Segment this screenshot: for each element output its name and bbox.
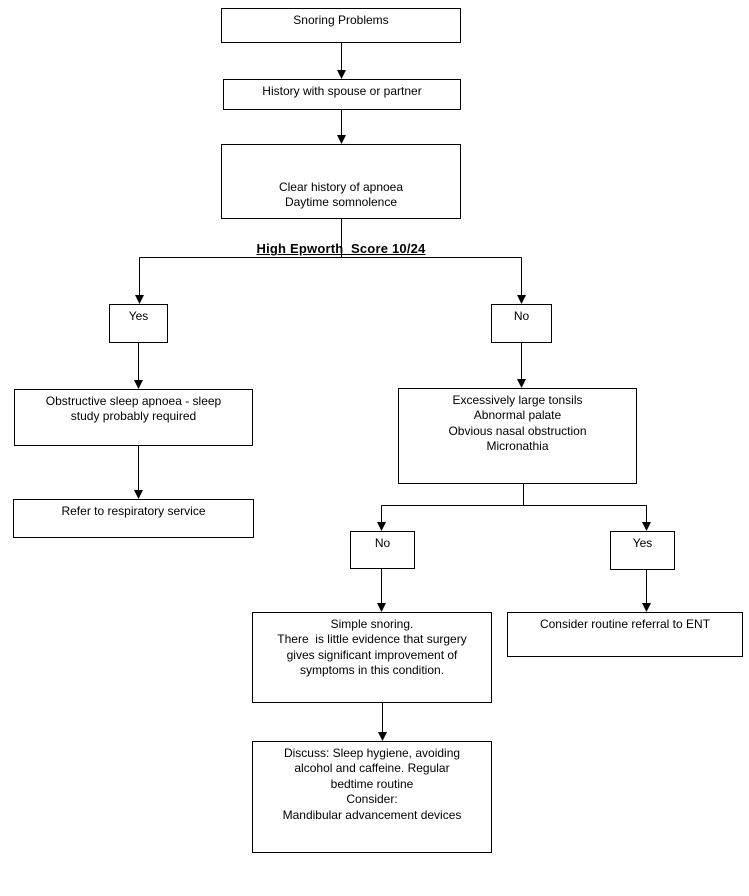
node-snoring-problems: Snoring Problems bbox=[221, 8, 461, 43]
arrowhead-to-yes1 bbox=[135, 295, 144, 304]
node-advice-sleep-hygiene: Discuss: Sleep hygiene, avoiding alcohol… bbox=[252, 741, 492, 853]
node-apnoea-history: Clear history of apnoea Daytime somnolen… bbox=[221, 144, 461, 256]
node-apnoea-history-text: Clear history of apnoea Daytime somnolen… bbox=[278, 179, 404, 210]
node-simple-snoring: Simple snoring. There is little evidence… bbox=[252, 612, 492, 703]
arrowhead-to-refer bbox=[134, 490, 143, 499]
arrowhead-to-simple-snoring bbox=[377, 603, 386, 612]
node-history-spouse-partner: History with spouse or partner bbox=[223, 79, 461, 110]
edge-exam-findings-branch bbox=[381, 484, 647, 524]
node-apnoea-history-epworth-score: High Epworth Score 10/24 bbox=[256, 241, 426, 257]
arrowhead-to-osa bbox=[134, 380, 143, 389]
arrowheads bbox=[134, 70, 651, 741]
node-no-exam-findings: No bbox=[350, 531, 415, 569]
node-exam-findings: Excessively large tonsils Abnormal palat… bbox=[398, 388, 637, 484]
arrowhead-to-yes2 bbox=[642, 522, 651, 531]
node-yes-apnoea: Yes bbox=[109, 304, 168, 343]
arrowhead-to-exam-findings bbox=[517, 379, 526, 388]
node-obstructive-sleep-apnoea: Obstructive sleep apnoea - sleep study p… bbox=[14, 389, 253, 446]
edge-apnoea-history-branch bbox=[139, 219, 522, 297]
arrowhead-to-apnoea-history bbox=[337, 135, 346, 144]
node-no-apnoea: No bbox=[491, 304, 552, 343]
node-refer-respiratory-service: Refer to respiratory service bbox=[13, 499, 254, 538]
arrowhead-to-no2 bbox=[377, 522, 386, 531]
arrowhead-to-ent-referral bbox=[642, 603, 651, 612]
node-ent-referral: Consider routine referral to ENT bbox=[507, 612, 743, 657]
arrowhead-to-advice bbox=[378, 732, 387, 741]
arrowhead-to-no1 bbox=[517, 295, 526, 304]
arrowhead-to-history bbox=[337, 70, 346, 79]
node-yes-exam-findings: Yes bbox=[610, 531, 675, 570]
